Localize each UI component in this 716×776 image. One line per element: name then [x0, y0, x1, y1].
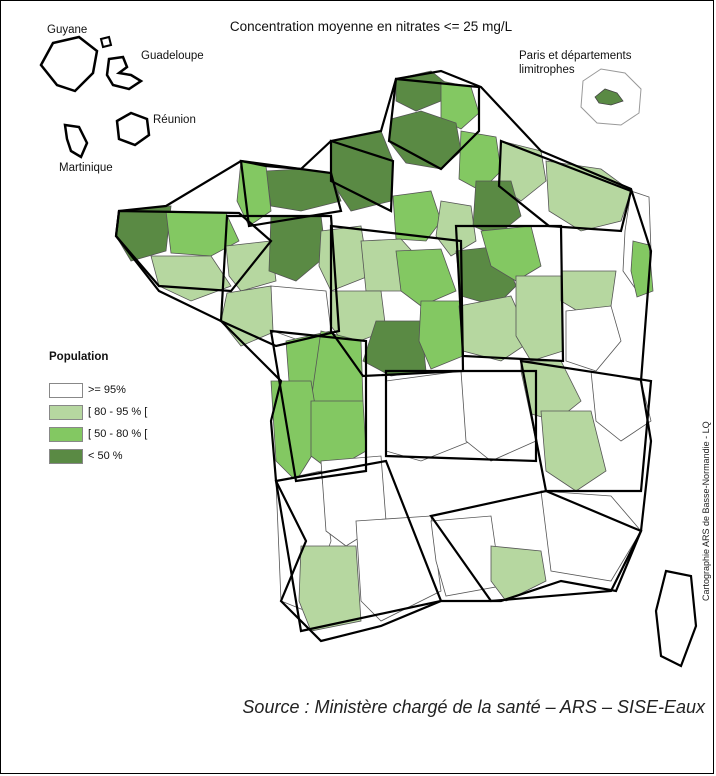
map-credit: Cartographie ARS de Basse-Normandie - LQ: [701, 421, 711, 601]
legend-label: [ 80 - 95 % [: [88, 406, 148, 418]
label-guadeloupe: Guadeloupe: [141, 50, 204, 62]
legend-title: Population: [49, 351, 109, 363]
map-title: Concentration moyenne en nitrates <= 25 …: [229, 19, 513, 34]
legend-swatch: [49, 404, 83, 420]
mainland-departments: [115, 70, 697, 667]
label-martinique: Martinique: [59, 162, 113, 174]
legend: Population >= 95% [ 80 - 95 % [ [ 50 - 8…: [49, 351, 147, 467]
guadeloupe-islet: [99, 35, 113, 49]
legend-item: [ 50 - 80 % [: [49, 423, 147, 445]
reunion-outline: [115, 111, 151, 147]
legend-label: < 50 %: [88, 450, 123, 462]
guyane-outline: [39, 35, 99, 93]
martinique-outline: [63, 123, 89, 159]
label-paris: Paris et départements limitrophes: [519, 50, 632, 76]
label-reunion: Réunion: [153, 114, 196, 126]
legend-swatch: [49, 426, 83, 442]
legend-swatch: [49, 448, 83, 464]
legend-item: [ 80 - 95 % [: [49, 401, 147, 423]
label-guyane: Guyane: [47, 24, 88, 36]
legend-item: < 50 %: [49, 445, 147, 467]
region-borders: [114, 69, 698, 668]
paris-inset-highlight: [594, 88, 624, 106]
legend-item: >= 95%: [49, 379, 147, 401]
legend-label: >= 95%: [88, 384, 126, 396]
source-note: Source : Ministère chargé de la santé – …: [242, 697, 705, 717]
legend-swatch: [49, 382, 83, 398]
guadeloupe-outline: [105, 55, 144, 91]
legend-label: [ 50 - 80 % [: [88, 428, 148, 440]
